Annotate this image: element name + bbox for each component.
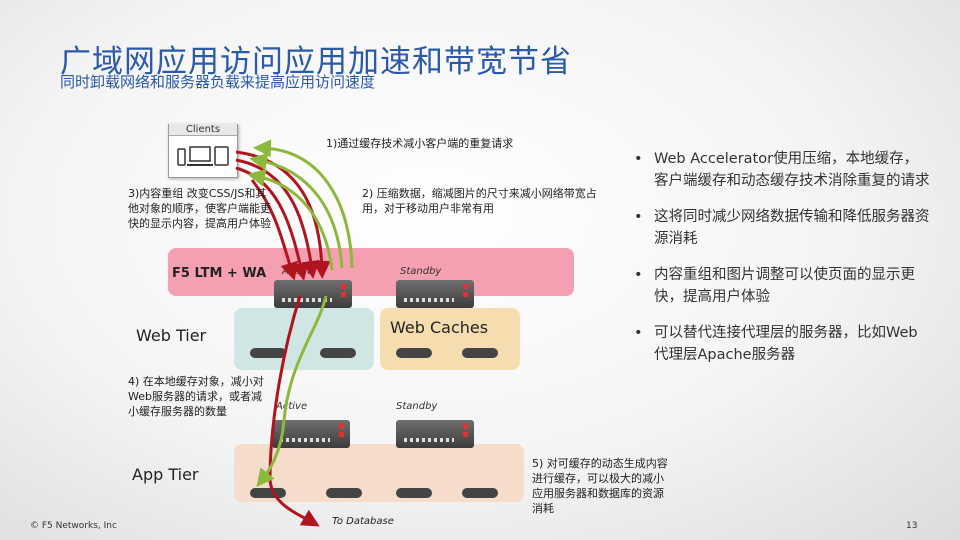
- annotation-4: 4) 在本地缓存对象，减小对Web服务器的请求，或者减小缓存服务器的数量: [128, 375, 264, 418]
- web-tier-band: [234, 308, 374, 370]
- app-server-pill: [326, 488, 362, 498]
- app-server-pill: [396, 488, 432, 498]
- bullet-item: Web Accelerator使用压缩，本地缓存，客户端缓存和动态缓存技术消除重…: [630, 148, 930, 192]
- ltm-standby-label: Standby: [400, 266, 442, 277]
- bullet-item: 这将同时减少网络数据传输和降低服务器资源消耗: [630, 206, 930, 250]
- ltm-appliance-active: [274, 280, 352, 308]
- page-subtitle: 同时卸载网络和服务器负载来提高应用访问速度: [60, 73, 376, 91]
- annotation-2: 2) 压缩数据，缩减图片的尺寸来减小网络带宽占用，对于移动用户非常有用: [362, 187, 597, 215]
- annotation-3: 3)内容重组 改变CSS/JS和其他对象的顺序，使客户端能更快的显示内容，提高用…: [128, 187, 271, 230]
- web-server-pill: [250, 348, 286, 358]
- ltm-appliance-standby: [396, 280, 474, 308]
- web-server-pill: [320, 348, 356, 358]
- clients-box: Clients: [168, 124, 238, 178]
- cache-server-pill: [396, 348, 432, 358]
- copyright: © F5 Networks, Inc: [30, 521, 117, 531]
- bullet-item: 内容重组和图片调整可以使页面的显示更快，提高用户体验: [630, 264, 930, 308]
- page-title: 广域网应用访问应用加速和带宽节省: [60, 44, 572, 80]
- ltm-label: F5 LTM + WA: [172, 266, 267, 281]
- bullet-item: 可以替代连接代理层的服务器，比如Web代理层Apache服务器: [630, 322, 930, 366]
- ltm-band: [168, 248, 574, 296]
- annotation-1: 1)通过缓存技术减小客户端的重复请求: [326, 137, 514, 150]
- annotation-5: 5) 对可缓存的动态生成内容进行缓存，可以极大的减小应用服务器和数据库的资源消耗: [532, 457, 668, 515]
- to-database-label: To Database: [332, 516, 394, 527]
- web-caches-band: [380, 308, 520, 370]
- bullet-list: Web Accelerator使用压缩，本地缓存，客户端缓存和动态缓存技术消除重…: [630, 148, 930, 380]
- app-tier-label: App Tier: [132, 465, 199, 484]
- clients-label: Clients: [169, 124, 237, 136]
- app-server-pill: [462, 488, 498, 498]
- web-caches-label: Web Caches: [390, 318, 489, 337]
- page-number: 13: [906, 521, 918, 531]
- cache-appliance-standby: [396, 420, 474, 448]
- app-server-pill: [250, 488, 286, 498]
- cache-standby-label: Standby: [396, 401, 438, 412]
- web-tier-label: Web Tier: [136, 326, 207, 345]
- cache-active-label: Active: [276, 401, 308, 412]
- cache-server-pill: [462, 348, 498, 358]
- devices-icon: [177, 146, 229, 166]
